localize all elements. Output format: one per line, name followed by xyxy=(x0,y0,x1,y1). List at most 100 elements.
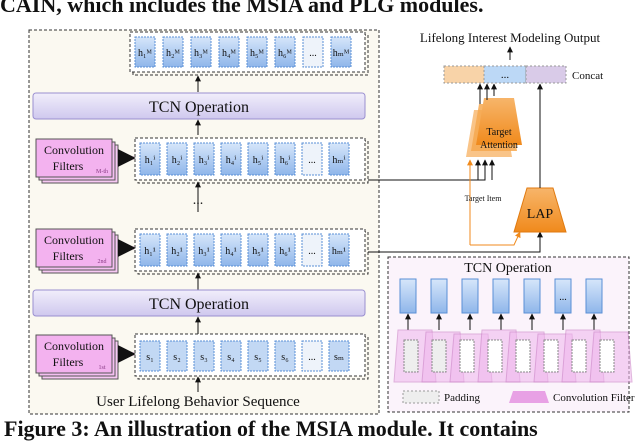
mth-row-cell: h₁ⁱ xyxy=(139,142,161,176)
first-row-cell-label: h₂¹ xyxy=(171,246,182,257)
seq-row-cell-label: ... xyxy=(308,352,316,363)
top-row-cell-label: h₅ᴹ xyxy=(250,48,264,59)
top-caption: CAIN, which includes the MSIA and PLG mo… xyxy=(0,0,484,17)
filter-label-line2: Filters xyxy=(53,355,84,369)
inset-output-cell xyxy=(430,278,448,330)
inset-title: TCN Operation xyxy=(464,261,551,276)
top-row-cell: h₃ᴹ xyxy=(190,36,212,68)
filter-label-sub: 1st xyxy=(98,365,105,371)
inset-output-cell xyxy=(523,278,541,330)
lap-block: LAP xyxy=(513,187,567,233)
mth-row-cell: ... xyxy=(301,142,323,176)
inset-output-cell xyxy=(492,278,510,330)
sequence-label: User Lifelong Behavior Sequence xyxy=(96,394,300,410)
top-row-cell-label: h₁ᴹ xyxy=(138,48,152,59)
top-row-cell-label: hₘᴹ xyxy=(333,48,350,59)
target-attention-label-1: Target xyxy=(486,127,511,138)
seq-row-cell: s₄ xyxy=(220,340,242,372)
first-row-cell-label: h₁¹ xyxy=(144,246,155,257)
filter-label-line2: Filters xyxy=(53,249,84,263)
first-row-cell: h₂¹ xyxy=(166,233,188,267)
filter-label-line2: Filters xyxy=(53,159,84,173)
target-item-label: Target Item xyxy=(465,194,503,203)
seq-row-cell-label: s₃ xyxy=(200,352,207,363)
top-row-cell-label: h₄ᴹ xyxy=(222,48,236,59)
padding-legend-label: Padding xyxy=(444,392,481,404)
top-row-cell: h₂ᴹ xyxy=(162,36,184,68)
first-row-cell: ... xyxy=(301,233,323,267)
seq-row-cell-label: s₂ xyxy=(173,352,180,363)
seq-row-cell-label: s₆ xyxy=(281,352,289,363)
seq-row-cell: s₂ xyxy=(166,340,188,372)
first-row-cell-label: ... xyxy=(308,246,316,257)
seq-row-cell-label: sₘ xyxy=(334,352,344,363)
seq-row-cell-label: s₄ xyxy=(227,352,235,363)
mth-row-cell-label: h₅ⁱ xyxy=(253,155,264,166)
inset-filter-window xyxy=(589,331,633,383)
first-row-cell-label: h₆¹ xyxy=(279,246,290,257)
first-row-cell: h₅¹ xyxy=(247,233,269,267)
mth-row-cell-label: h₁ⁱ xyxy=(145,155,156,166)
first-hidden-row: h₁¹ h₂¹ h₃¹ h₄¹ h₅¹ h₆¹... hₘ¹ xyxy=(134,228,369,275)
first-row-cell: h₄¹ xyxy=(220,233,242,267)
inset-output-cell xyxy=(399,278,417,330)
concat-ellipsis: ... xyxy=(501,69,510,81)
mth-row-cell: h₃ⁱ xyxy=(193,142,215,176)
filter-label-sub: M-th xyxy=(96,169,108,175)
tcn-mid-bar: TCN Operation xyxy=(32,289,366,317)
mth-row-cell: hₘⁱ xyxy=(328,142,350,176)
mth-row-cell-label: hₘⁱ xyxy=(332,155,345,166)
target-attention-label-2: Attention xyxy=(480,140,518,151)
top-row-cell-label: h₆ᴹ xyxy=(278,48,292,59)
seq-row-cell-label: s₁ xyxy=(146,352,153,363)
mth-row-cell: h₄ⁱ xyxy=(220,142,242,176)
top-row-cell: h₆ᴹ xyxy=(274,36,296,68)
first-row-cell: h₁¹ xyxy=(139,233,161,267)
target-attention-block: Target Attention xyxy=(466,98,522,157)
first-row-cell-label: h₅¹ xyxy=(252,246,263,257)
tcn-top-bar: TCN Operation xyxy=(32,92,366,120)
mth-row-cell: h₅ⁱ xyxy=(247,142,269,176)
mth-row-cell-label: h₃ⁱ xyxy=(199,155,210,166)
seq-row-cell: sₘ xyxy=(328,340,350,372)
mth-row-cell-label: h₂ⁱ xyxy=(172,155,183,166)
top-row-cell: h₅ᴹ xyxy=(246,36,268,68)
connector-first xyxy=(368,231,543,253)
top-row-cell: h₄ᴹ xyxy=(218,36,240,68)
top-row-cell-label: h₂ᴹ xyxy=(166,48,180,59)
output-title: Lifelong Interest Modeling Output xyxy=(420,30,601,45)
top-row-cell: ... xyxy=(302,36,324,68)
top-row-cell-label: h₃ᴹ xyxy=(194,48,208,59)
tcn-mid-label: TCN Operation xyxy=(149,296,249,313)
first-row-cell: hₘ¹ xyxy=(328,233,350,267)
sequence-row: s₁ s₂ s₃ s₄ s₅ s₆... sₘ xyxy=(134,333,369,380)
tcn-top-label: TCN Operation xyxy=(149,99,249,116)
seq-row-cell: s₁ xyxy=(139,340,161,372)
mth-hidden-row: h₁ⁱ h₂ⁱ h₃ⁱ h₄ⁱ h₅ⁱ h₆ⁱ... hₘⁱ xyxy=(134,137,369,184)
filter-label-line1: Convolution xyxy=(44,143,104,157)
top-hidden-row: h₁ᴹ h₂ᴹ h₃ᴹ h₄ᴹ h₅ᴹ h₆ᴹ... hₘᴹ xyxy=(129,31,369,76)
inset-ellipsis: ... xyxy=(559,292,567,303)
top-row-cell: h₁ᴹ xyxy=(134,36,156,68)
first-row-cell: h₃¹ xyxy=(193,233,215,267)
seq-row-cell: ... xyxy=(301,340,323,372)
first-row-cell-label: h₃¹ xyxy=(198,246,209,257)
mth-row-cell: h₆ⁱ xyxy=(274,142,296,176)
first-row-cell-label: hₘ¹ xyxy=(332,246,346,257)
first-row-cell: h₆¹ xyxy=(274,233,296,267)
first-row-cell-label: h₄¹ xyxy=(225,246,236,257)
mth-row-cell-label: ... xyxy=(308,155,316,166)
top-row-cell: hₘᴹ xyxy=(330,36,352,68)
mth-row-cell-label: h₄ⁱ xyxy=(226,155,237,166)
seq-row-cell: s₅ xyxy=(247,340,269,372)
filter-legend-label: Convolution Filter xyxy=(553,392,635,404)
connector-mth xyxy=(368,159,488,181)
bottom-caption: Figure 3: An illustration of the MSIA mo… xyxy=(4,416,538,441)
inset-output-cell: ... xyxy=(554,278,572,330)
lap-label: LAP xyxy=(527,207,554,222)
